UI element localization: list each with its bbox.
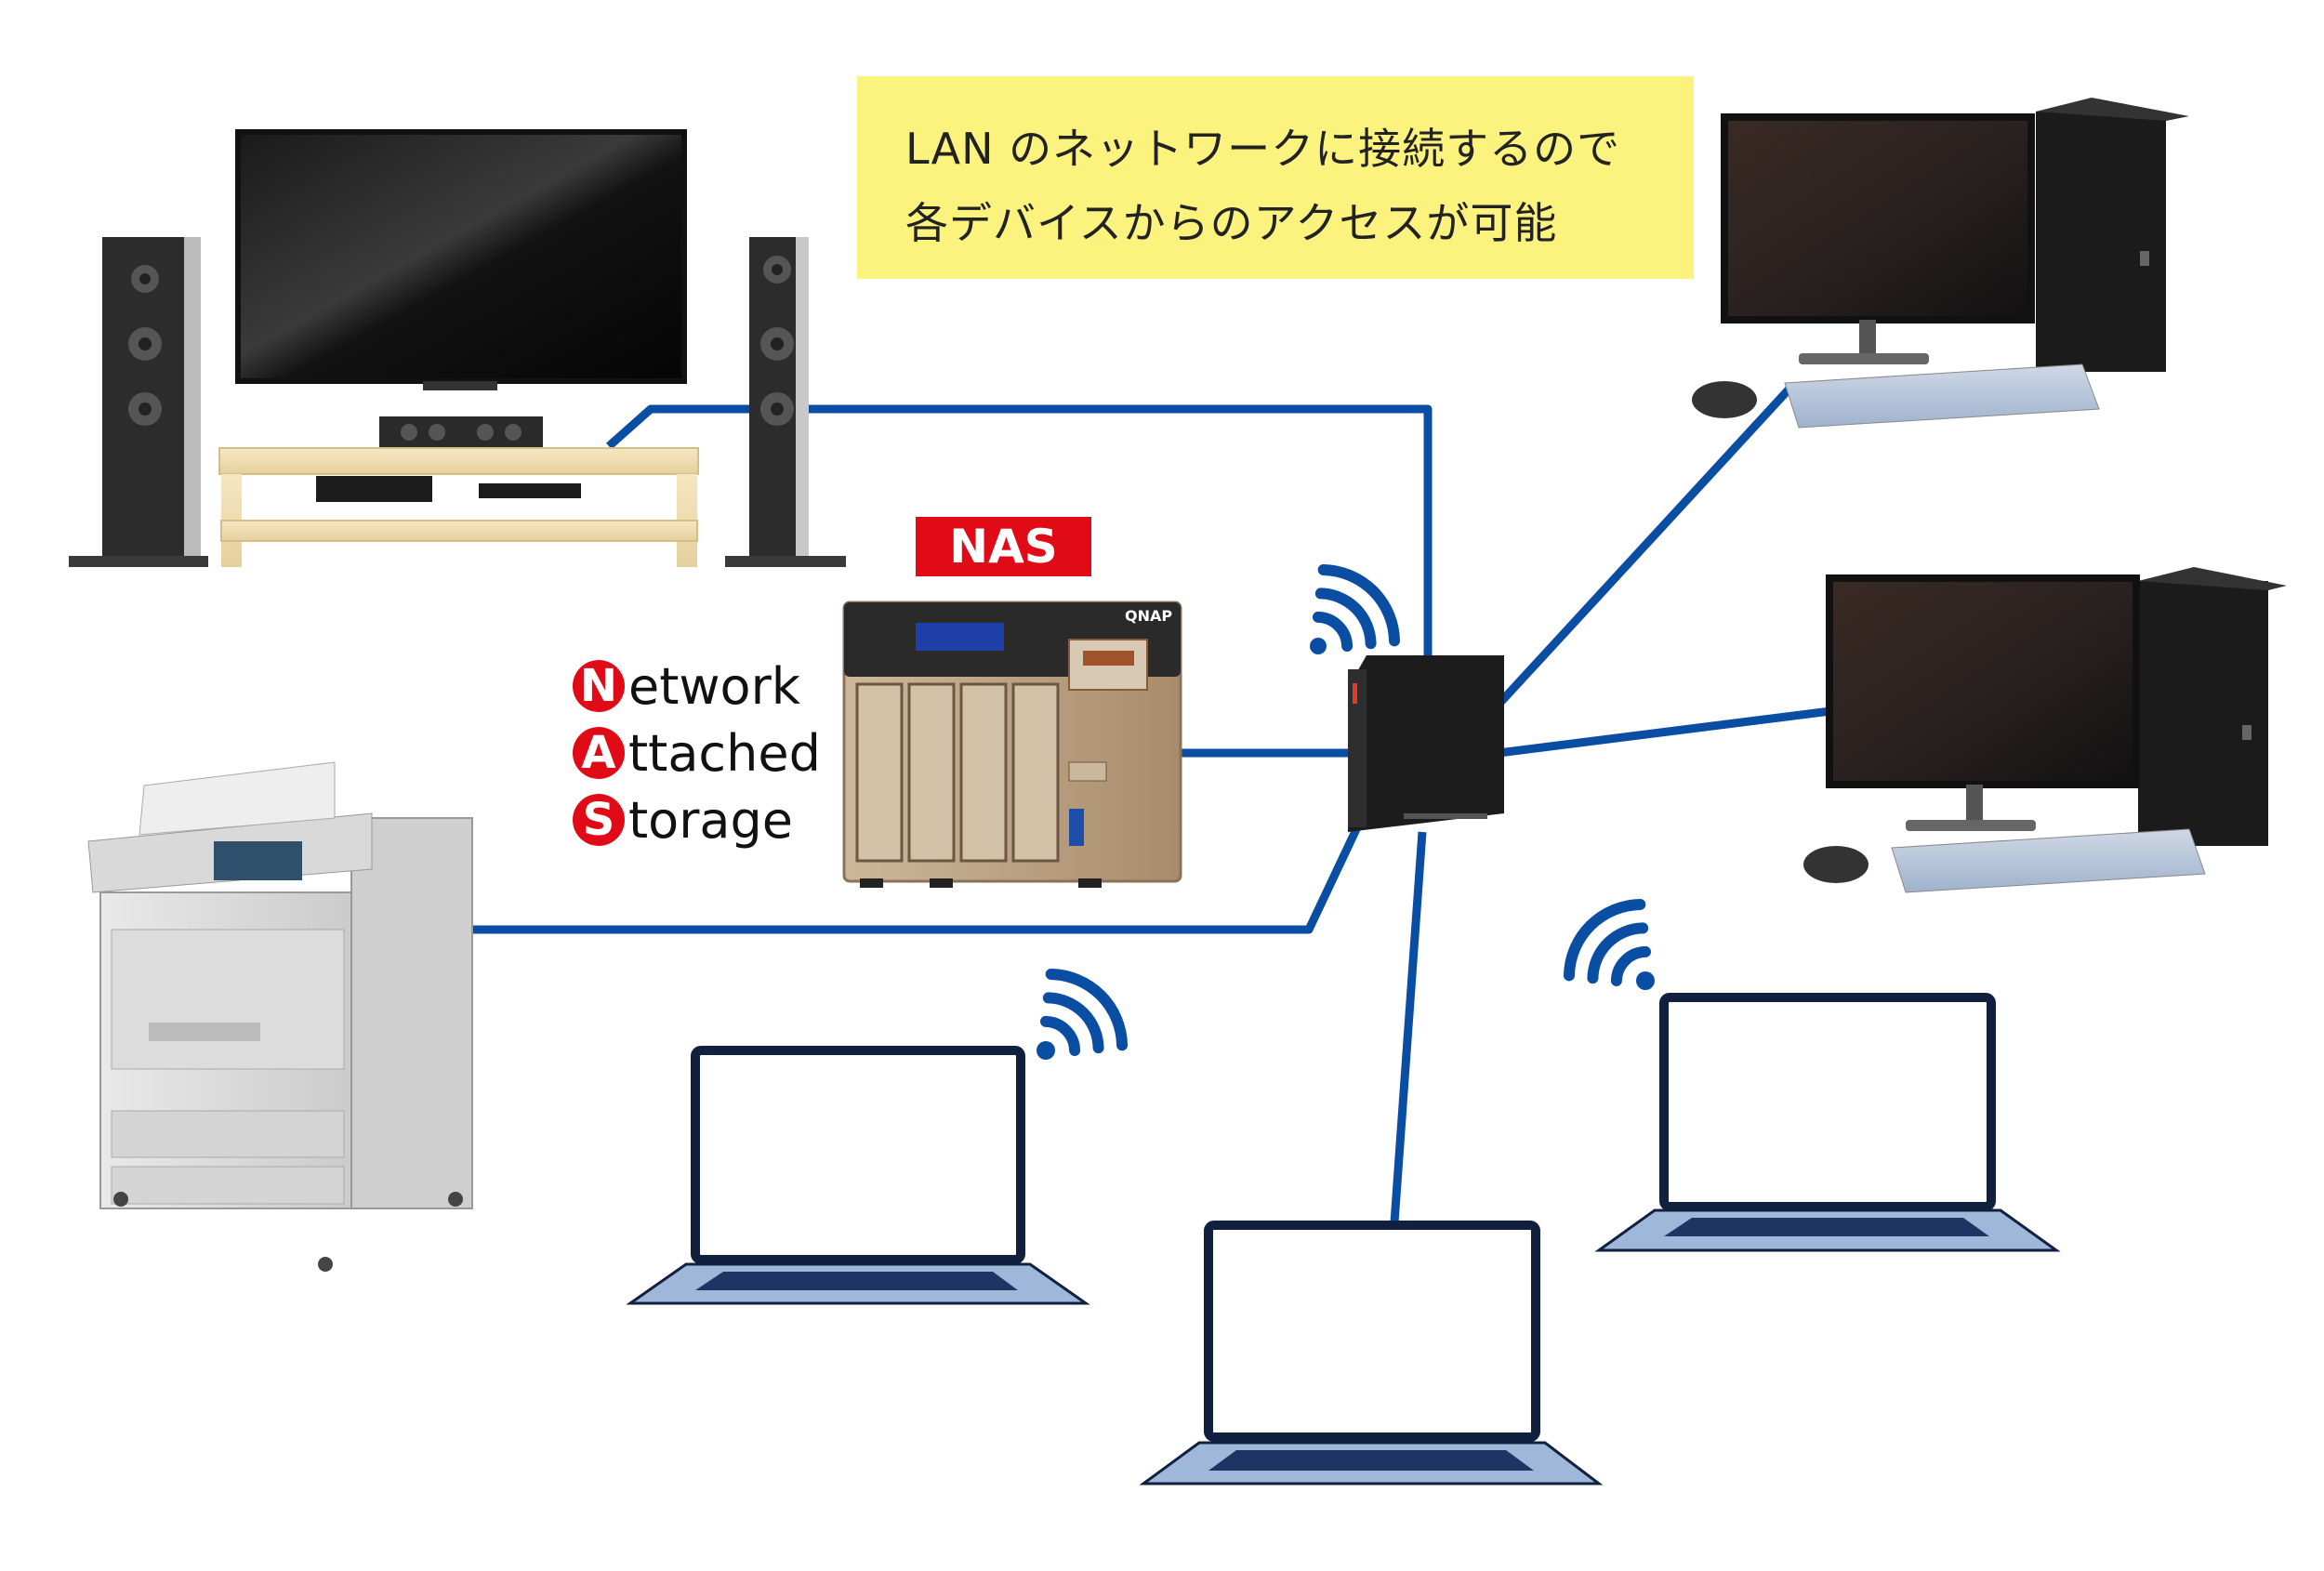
home-theater [69, 129, 846, 567]
acronym-line-attached: A ttached [573, 719, 821, 786]
info-note-line-2: 各デバイスからのアクセスが可能 [905, 198, 1558, 248]
wifi-icon [1563, 898, 1655, 990]
acronym-line-network: N etwork [573, 653, 821, 719]
laptop [1594, 993, 2061, 1252]
info-note: LAN のネットワークに接続するので 各デバイスからのアクセスが可能 [857, 76, 1694, 279]
wifi-icon [1310, 563, 1401, 654]
acronym-rest: ttached [628, 723, 821, 783]
link-router-to-laptop [1390, 831, 1427, 1223]
tv-stand [218, 447, 699, 475]
acronym-rest: torage [628, 790, 794, 850]
desktop-pc [1692, 98, 2189, 429]
tv-screen [235, 129, 687, 384]
router [1348, 655, 1504, 832]
wifi-icon [1037, 968, 1129, 1060]
nas-acronym: N etwork A ttached S torage [573, 653, 821, 853]
laptop [1139, 1221, 1604, 1485]
nas-device: QNAP [842, 601, 1182, 888]
laptop [626, 1046, 1090, 1305]
link-printer-to-router [469, 825, 1362, 934]
link-tv-to-router [606, 404, 1433, 660]
link-router-to-pc1 [1493, 385, 1793, 710]
acronym-initial: S [573, 794, 625, 846]
link-router-to-pc2 [1498, 705, 1846, 758]
acronym-initial: A [573, 727, 625, 779]
acronym-initial: N [573, 660, 625, 712]
acronym-rest: etwork [628, 656, 801, 716]
nas-brand: QNAP [1125, 607, 1172, 625]
acronym-line-storage: S torage [573, 786, 821, 853]
nas-badge: NAS [916, 517, 1091, 576]
printer [87, 761, 473, 1272]
network-links [469, 385, 1846, 1223]
desktop-pc [1803, 567, 2287, 893]
info-note-line-1: LAN のネットワークに接続するので [905, 124, 1621, 174]
